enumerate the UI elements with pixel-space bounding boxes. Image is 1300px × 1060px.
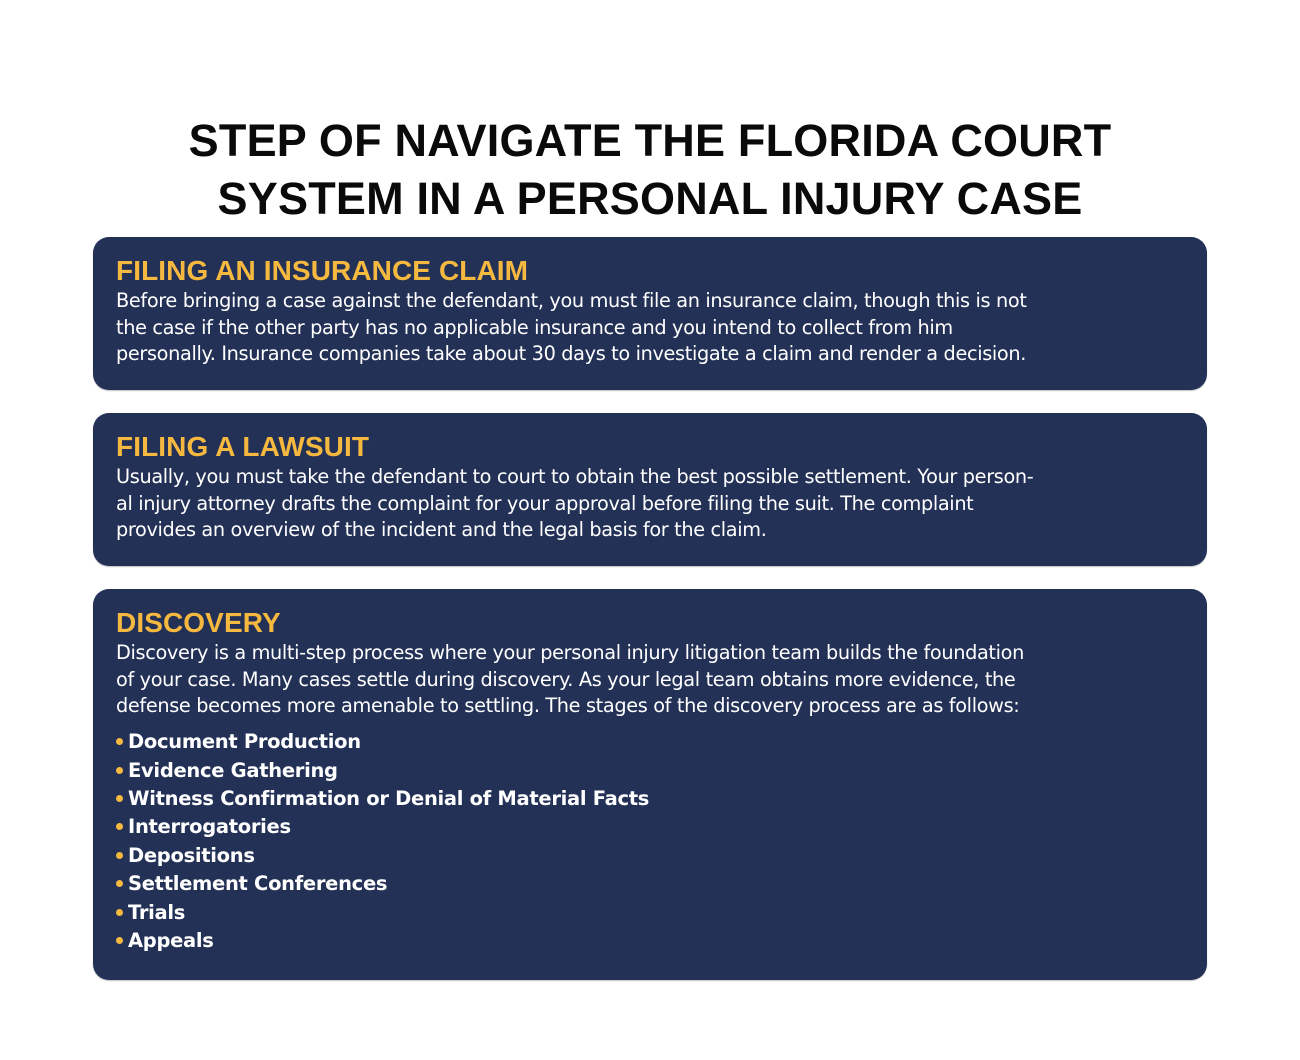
list-item: Trials	[116, 898, 1185, 926]
bullet-dot-icon	[116, 908, 123, 916]
section-body: Discovery is a multi-step process where …	[116, 640, 1185, 720]
list-item-label: Trials	[128, 900, 186, 924]
list-item-label: Depositions	[128, 843, 255, 867]
list-item-label: Witness Confirmation or Denial of Materi…	[128, 786, 650, 810]
section-body-line: provides an overview of the incident and…	[116, 518, 767, 541]
list-item-label: Appeals	[128, 928, 214, 952]
section-heading: FILING A LAWSUIT	[116, 431, 370, 462]
section-body-line: defense becomes more amenable to settlin…	[116, 694, 1020, 717]
section-heading: FILING AN INSURANCE CLAIM	[116, 255, 529, 286]
section-card-lawsuit: FILING A LAWSUIT Usually, you must take …	[93, 413, 1207, 566]
list-item: Settlement Conferences	[116, 869, 1185, 897]
section-body-line: the case if the other party has no appli…	[116, 315, 953, 339]
discovery-stages-list: Document Production Evidence Gathering W…	[116, 728, 1185, 955]
section-body: Usually, you must take the defendant to …	[116, 464, 1185, 544]
section-card-discovery: DISCOVERY Discovery is a multi-step proc…	[93, 589, 1207, 980]
list-item-label: Interrogatories	[128, 815, 291, 839]
list-item: Depositions	[116, 841, 1185, 869]
list-item-label: Document Production	[128, 730, 361, 754]
list-item-label: Settlement Conferences	[128, 872, 388, 896]
list-item: Interrogatories	[116, 813, 1185, 841]
list-item: Witness Confirmation or Denial of Materi…	[116, 784, 1185, 812]
list-item: Document Production	[116, 728, 1185, 756]
bullet-dot-icon	[116, 766, 123, 774]
section-card-insurance-claim: FILING AN INSURANCE CLAIM Before bringin…	[93, 237, 1207, 390]
section-heading: DISCOVERY	[116, 607, 281, 638]
bullet-dot-icon	[116, 794, 123, 802]
section-body-line: Before bringing a case against the defen…	[116, 289, 1027, 312]
list-item: Appeals	[116, 926, 1185, 954]
page-title: STEP OF NAVIGATE THE FLORIDA COURT SYSTE…	[0, 112, 1300, 228]
page-title-line-2: SYSTEM IN A PERSONAL INJURY CASE	[217, 173, 1083, 225]
bullet-dot-icon	[116, 880, 123, 888]
section-body: Before bringing a case against the defen…	[116, 288, 1185, 368]
section-body-line: Discovery is a multi-step process where …	[116, 641, 1024, 664]
list-item: Evidence Gathering	[116, 756, 1185, 784]
page-title-line-1: STEP OF NAVIGATE THE FLORIDA COURT	[188, 115, 1112, 167]
bullet-dot-icon	[116, 851, 123, 859]
section-body-line: al injury attorney drafts the complaint …	[116, 491, 974, 515]
bullet-dot-icon	[116, 823, 123, 831]
section-body-line: personally. Insurance companies take abo…	[116, 342, 1027, 365]
bullet-dot-icon	[116, 936, 123, 944]
section-body-line: Usually, you must take the defendant to …	[116, 465, 1034, 488]
list-item-label: Evidence Gathering	[128, 758, 338, 782]
section-body-line: of your case. Many cases settle during d…	[116, 667, 1016, 691]
bullet-dot-icon	[116, 738, 123, 746]
